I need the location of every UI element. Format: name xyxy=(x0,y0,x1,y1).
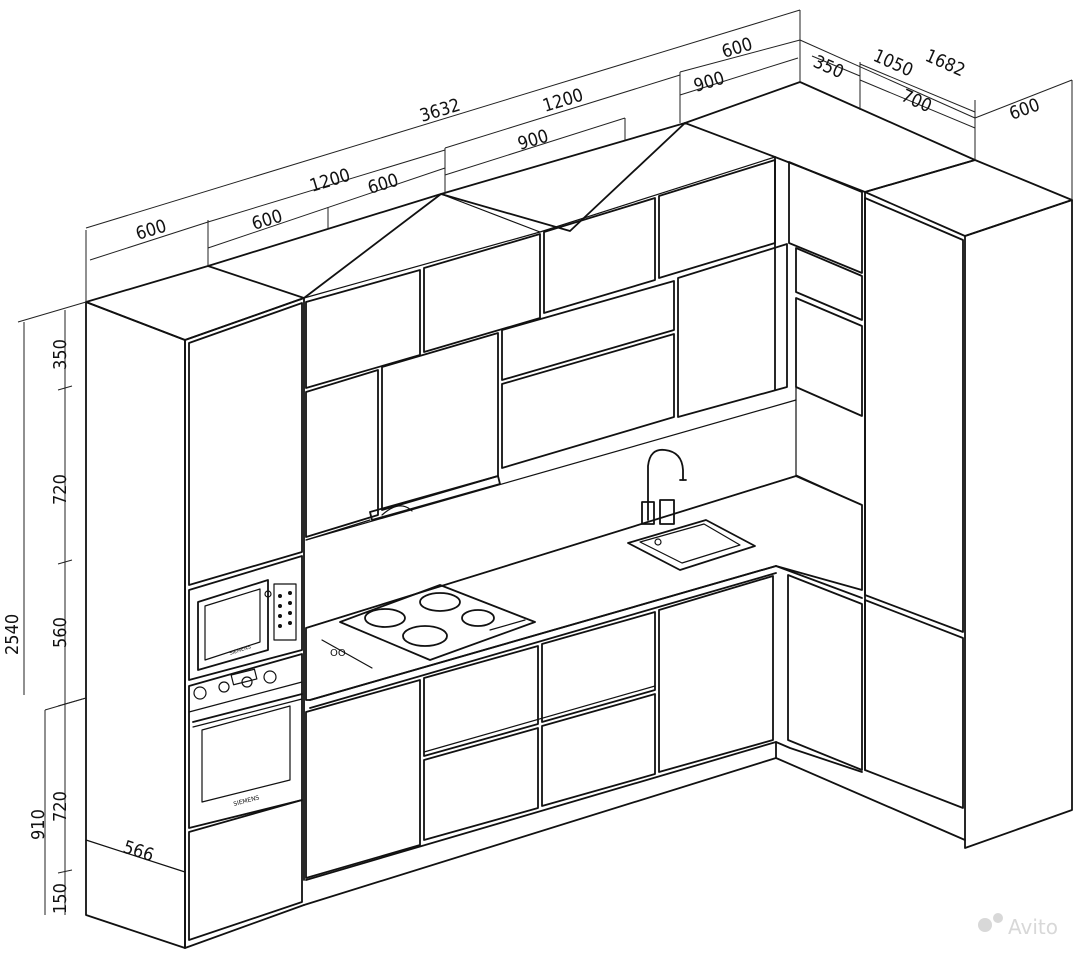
top-dimensions: 3632 600 1200 600 600 1200 900 600 900 xyxy=(85,9,801,302)
upper-cabinets xyxy=(207,122,788,541)
dim-upper: 720 xyxy=(50,474,71,505)
hob-marking: OO xyxy=(330,648,346,659)
dim-upper-left: 600 xyxy=(249,206,285,235)
dim-right-sub: 900 xyxy=(691,68,727,97)
sink xyxy=(627,519,756,571)
induction-hob: OO xyxy=(321,584,536,669)
corner-upper xyxy=(684,81,976,506)
left-tall-column: SIEMENS SIEMENS xyxy=(85,265,305,949)
base-cabinets xyxy=(303,574,966,906)
right-tall-column xyxy=(864,159,1073,849)
dim-return-total: 1682 xyxy=(922,45,968,81)
dim-upper-top: 350 xyxy=(50,339,71,370)
dim-return-run: 1050 xyxy=(870,45,916,81)
dim-return-tall: 600 xyxy=(1007,94,1043,124)
oven: SIEMENS xyxy=(188,653,303,829)
height-dimensions: 2540 350 720 560 720 910 150 566 xyxy=(2,301,156,915)
dim-base-total: 910 xyxy=(28,809,49,840)
watermark: Avito xyxy=(978,913,1058,939)
dim-splash: 560 xyxy=(50,617,71,648)
microwave: SIEMENS xyxy=(197,579,297,671)
dim-top-total: 3632 xyxy=(417,95,463,127)
dim-middle-block: 1200 xyxy=(540,85,586,117)
countertop: OO xyxy=(305,399,863,709)
dim-right-block: 600 xyxy=(719,34,755,63)
dim-left-tall: 600 xyxy=(133,216,169,245)
return-dimensions: 350 1050 1682 700 600 xyxy=(799,39,1073,200)
oven-brand: SIEMENS xyxy=(233,794,261,808)
dim-middle-sub: 900 xyxy=(515,126,551,155)
dim-return-depth: 350 xyxy=(810,51,847,83)
dim-upper-right: 600 xyxy=(365,170,401,199)
dim-return-sub: 700 xyxy=(898,85,935,117)
watermark-text: Avito xyxy=(1008,915,1058,939)
dim-upper-block: 1200 xyxy=(307,165,353,197)
dim-base: 720 xyxy=(50,791,71,822)
dim-plinth: 150 xyxy=(50,883,71,914)
dim-height-total: 2540 xyxy=(2,614,23,655)
dim-depth: 566 xyxy=(120,837,156,867)
faucet xyxy=(641,448,687,525)
